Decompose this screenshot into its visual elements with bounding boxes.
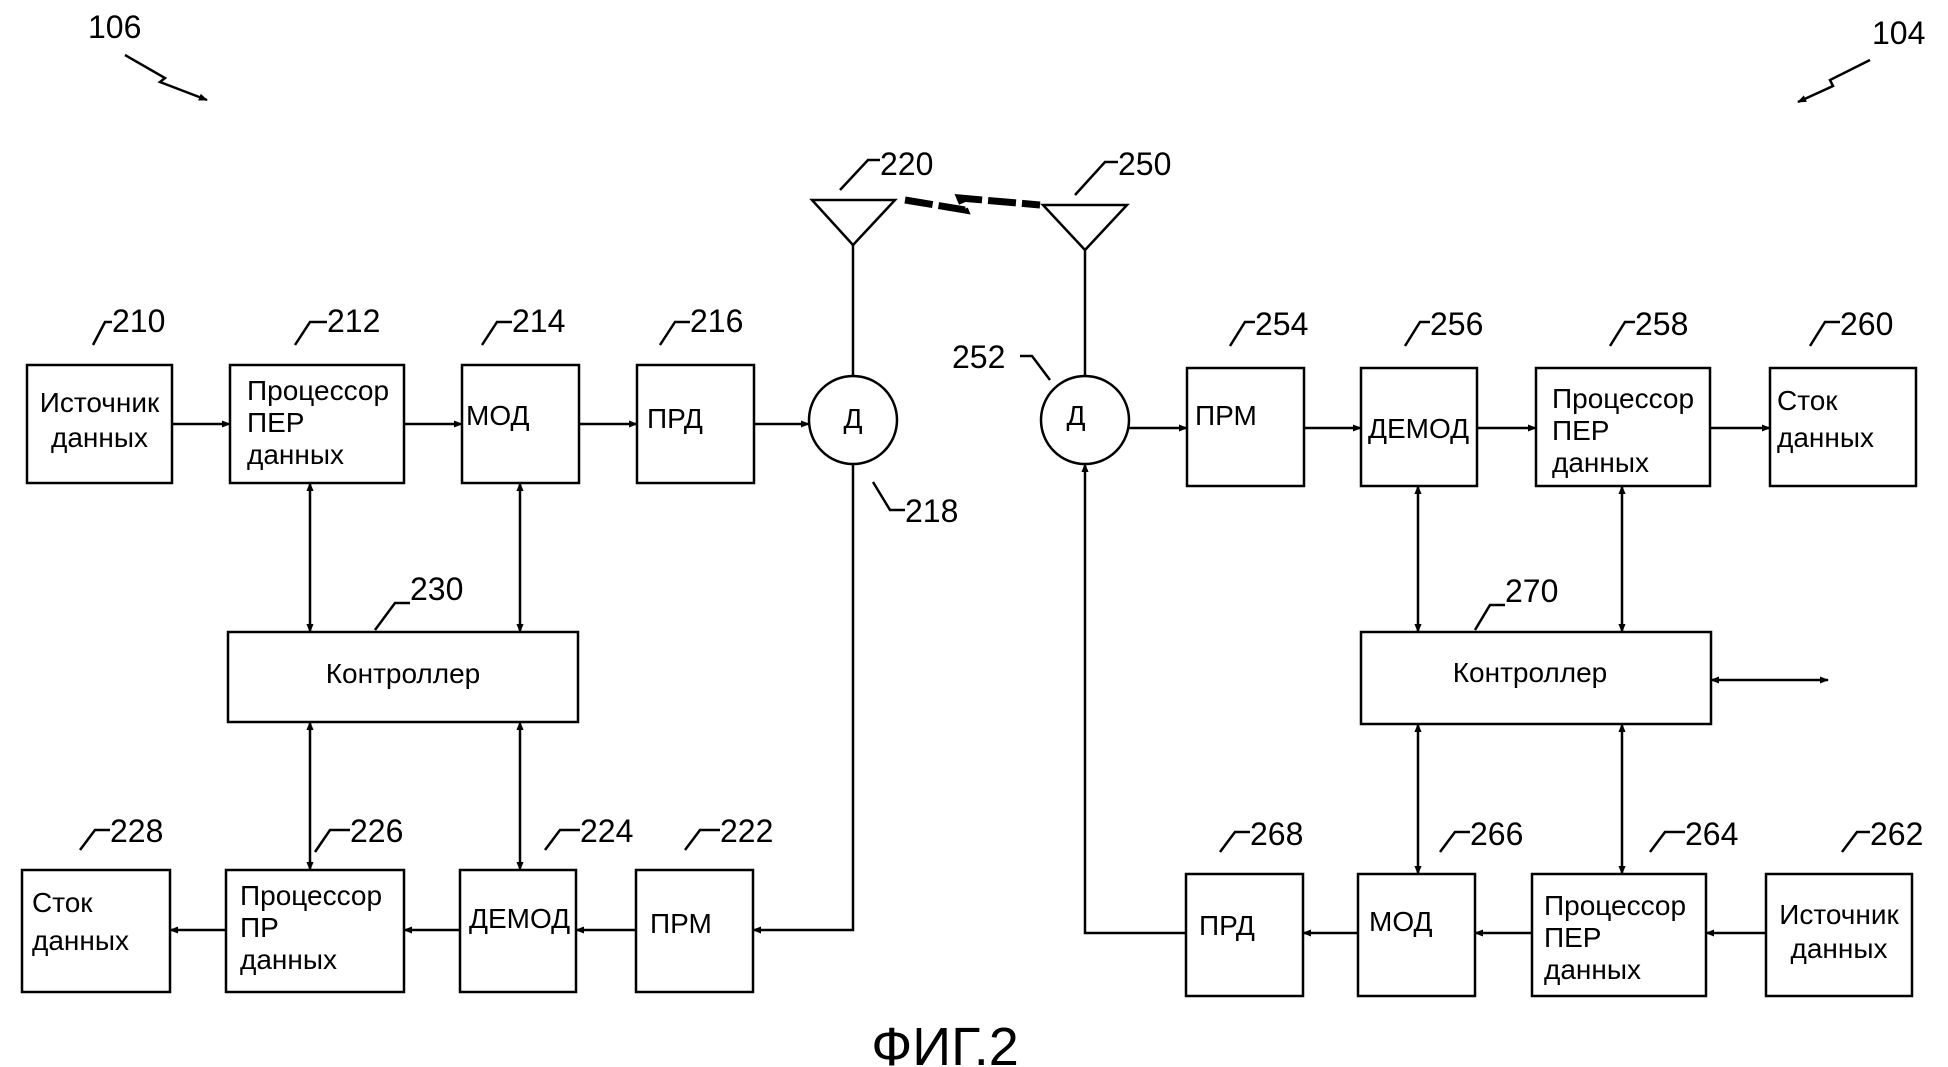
- controller-270-label: Контроллер: [1453, 657, 1608, 688]
- ref-106: 106: [88, 9, 141, 45]
- block-228-label-1: Сток: [32, 887, 93, 918]
- ref-210: 210: [112, 303, 165, 339]
- ref-218: 218: [905, 493, 958, 529]
- controller-230-label: Контроллер: [326, 658, 481, 689]
- ref-106-group: 106: [88, 9, 208, 102]
- left-connections: [169, 420, 855, 934]
- ref-260: 260: [1840, 306, 1893, 342]
- block-262: Источник данных 262: [1764, 816, 1923, 998]
- block-254: ПРМ 254: [1185, 306, 1308, 488]
- ref-256: 256: [1430, 306, 1483, 342]
- duplexer-218-label: Д: [844, 403, 863, 434]
- block-216: ПРД 216: [635, 303, 756, 485]
- ref-266: 266: [1470, 816, 1523, 852]
- block-256-label: ДЕМОД: [1368, 413, 1469, 444]
- antenna-250: 250: [1040, 146, 1171, 375]
- block-266: МОД 266: [1356, 816, 1523, 998]
- block-222-label: ПРМ: [650, 908, 712, 939]
- controller-230: Контроллер 230: [226, 571, 580, 724]
- figure-caption: ФИГ.2: [871, 1017, 1019, 1067]
- block-222: ПРМ 222: [634, 813, 773, 994]
- ref-224: 224: [580, 813, 633, 849]
- ref-254: 254: [1255, 306, 1308, 342]
- block-268-label: ПРД: [1199, 910, 1255, 941]
- block-258: Процессор ПЕР данных 258: [1534, 306, 1712, 488]
- antenna-220: 220: [809, 146, 933, 375]
- right-connections: [1081, 424, 1829, 937]
- block-264-label-3: данных: [1544, 954, 1641, 985]
- block-260-label-2: данных: [1777, 422, 1874, 453]
- controller-270: Контроллер 270: [1359, 573, 1713, 726]
- block-212: Процессор ПЕР данных 212: [228, 303, 406, 485]
- antenna-220-icon: [809, 198, 898, 247]
- ref-262: 262: [1870, 816, 1923, 852]
- duplexer-252-label: Д: [1067, 400, 1086, 431]
- ref-220: 220: [880, 146, 933, 182]
- ref-270: 270: [1505, 573, 1558, 609]
- block-264: Процессор ПЕР данных 264: [1530, 816, 1738, 998]
- block-260: Сток данных 260: [1768, 306, 1918, 488]
- antenna-250-icon: [1040, 203, 1130, 252]
- ref-250: 250: [1118, 146, 1171, 182]
- block-224: ДЕМОД 224: [458, 813, 633, 994]
- ref-228: 228: [110, 813, 163, 849]
- block-256: ДЕМОД 256: [1359, 306, 1483, 488]
- block-226-label-1: Процессор: [240, 880, 382, 911]
- duplexer-218: Д 218: [807, 374, 958, 529]
- block-212-label-3: данных: [247, 439, 344, 470]
- block-210: Источник данных 210: [25, 303, 174, 485]
- block-214: МОД 214: [460, 303, 581, 485]
- block-260-label-1: Сток: [1777, 385, 1838, 416]
- ref-106-zigzag-arrow: [124, 53, 208, 102]
- block-210-label-1: Источник: [40, 387, 160, 418]
- ref-214: 214: [512, 303, 565, 339]
- block-254-label: ПРМ: [1195, 400, 1257, 431]
- block-258-label-2: ПЕР: [1552, 415, 1609, 446]
- block-268: ПРД 268: [1184, 816, 1305, 998]
- ref-268: 268: [1250, 816, 1303, 852]
- block-262-label-2: данных: [1791, 933, 1888, 964]
- ref-252: 252: [952, 339, 1005, 375]
- block-224-label: ДЕМОД: [469, 903, 570, 934]
- ref-258: 258: [1635, 306, 1688, 342]
- ref-222: 222: [720, 813, 773, 849]
- ref-230: 230: [410, 571, 463, 607]
- block-226-label-2: ПР: [240, 912, 279, 943]
- ref-264: 264: [1685, 816, 1738, 852]
- duplexer-252: Д 252: [952, 339, 1131, 466]
- ref-226: 226: [350, 813, 403, 849]
- ref-104: 104: [1872, 15, 1925, 51]
- block-262-label-1: Источник: [1779, 899, 1899, 930]
- ref-216: 216: [690, 303, 743, 339]
- block-258-label-1: Процессор: [1552, 383, 1694, 414]
- wireless-link-zigzag: [904, 194, 1041, 215]
- block-226-label-3: данных: [240, 944, 337, 975]
- block-216-label: ПРД: [647, 403, 703, 434]
- block-228-label-2: данных: [32, 925, 129, 956]
- block-226: Процессор ПР данных 226: [224, 813, 406, 994]
- block-264-label-2: ПЕР: [1544, 922, 1601, 953]
- block-228: Сток данных 228: [20, 813, 172, 994]
- block-212-label-2: ПЕР: [247, 407, 304, 438]
- block-264-label-1: Процессор: [1544, 890, 1686, 921]
- block-212-label-1: Процессор: [247, 375, 389, 406]
- block-258-label-3: данных: [1552, 447, 1649, 478]
- block-210-label-2: данных: [51, 422, 148, 453]
- ref-104-zigzag-arrow: [1797, 58, 1871, 104]
- block-214-label: МОД: [466, 400, 529, 431]
- block-266-label: МОД: [1369, 906, 1432, 937]
- ref-104-group: 104: [1797, 15, 1925, 104]
- ref-212: 212: [327, 303, 380, 339]
